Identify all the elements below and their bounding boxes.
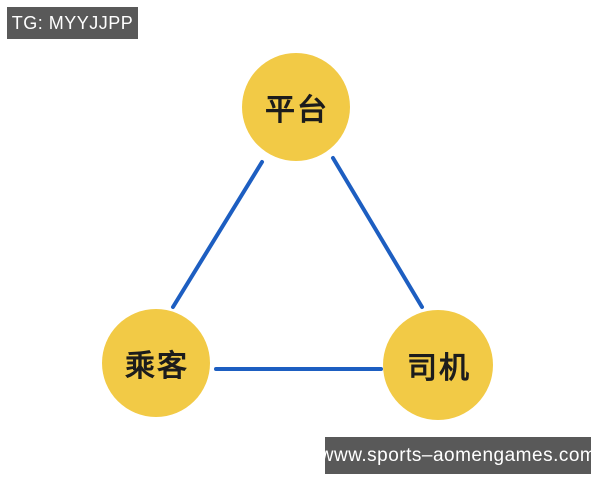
website-badge: www.sports–aomengames.com xyxy=(320,437,596,474)
node-passenger: 乘客 xyxy=(102,309,210,417)
node-driver: 司机 xyxy=(383,310,493,420)
node-driver-label: 司机 xyxy=(407,352,471,385)
node-platform: 平台 xyxy=(242,53,350,161)
telegram-badge: TG: MYYJJPP xyxy=(7,7,138,39)
node-platform-label: 平台 xyxy=(265,94,329,127)
edge-platform-passenger xyxy=(171,160,264,309)
edge-platform-driver xyxy=(331,156,424,309)
node-passenger-label: 乘客 xyxy=(125,350,189,383)
